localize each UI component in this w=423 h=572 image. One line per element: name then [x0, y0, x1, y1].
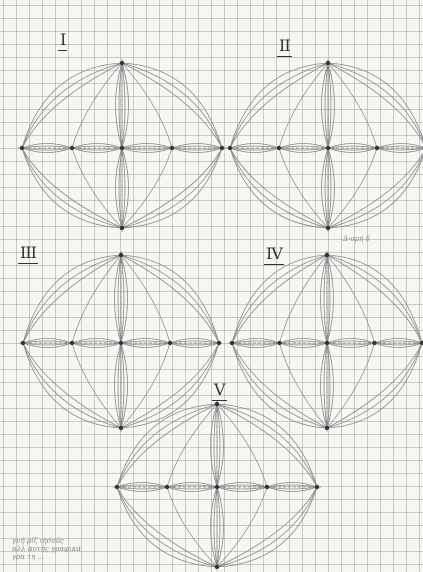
fan-arc	[121, 147, 173, 229]
horizontal-lens	[376, 143, 423, 153]
fan-arc	[120, 342, 171, 429]
fan-arc	[278, 147, 329, 229]
node-point	[164, 484, 170, 490]
figure-IV	[228, 251, 423, 432]
node-point	[324, 340, 330, 346]
apex-point	[325, 60, 331, 66]
fan-arc	[71, 254, 122, 344]
node-point	[277, 340, 282, 346]
base-point	[119, 225, 125, 231]
node-point	[69, 145, 75, 151]
numeral-III: III	[18, 243, 38, 264]
fan-arc	[279, 342, 328, 429]
numeral-I: I	[57, 30, 68, 51]
node-point	[69, 340, 75, 346]
node-point	[374, 145, 380, 151]
bottom-note-line-3: γρα τη ...	[12, 553, 45, 561]
figure-II	[226, 59, 423, 232]
node-point	[264, 484, 270, 490]
node-point	[227, 145, 233, 151]
horizontal-inner-lens	[376, 145, 423, 151]
figure-I	[18, 59, 226, 232]
base-point	[118, 425, 124, 431]
fan-arc	[71, 62, 123, 149]
fan-arc	[278, 62, 329, 149]
apex-point	[118, 252, 124, 258]
fan-arc	[327, 62, 378, 149]
fan-arc	[216, 403, 268, 488]
numeral-II: II	[277, 36, 292, 57]
node-point	[216, 340, 222, 346]
node-point	[119, 145, 125, 151]
node-point	[214, 484, 220, 490]
node-point	[19, 145, 25, 151]
fan-arc	[216, 486, 268, 568]
bottom-note-line-1: γνή ρίζ ιησούς	[12, 537, 64, 545]
node-point	[219, 145, 225, 151]
node-point	[20, 340, 26, 346]
node-point	[229, 340, 235, 346]
fan-arc	[71, 147, 123, 229]
fan-arc	[327, 147, 378, 229]
bottom-note-line-2: αλλ αυτής γραφικά	[12, 545, 82, 553]
fan-arc	[120, 254, 171, 344]
node-point	[167, 340, 173, 346]
node-point	[419, 340, 423, 346]
fan-arc	[166, 403, 218, 488]
apex-point	[119, 60, 125, 66]
base-point	[214, 564, 220, 570]
fan-arc	[121, 62, 173, 149]
figure-III	[19, 251, 223, 432]
node-point	[169, 145, 175, 151]
fan-arc	[279, 254, 328, 344]
fan-arc	[326, 342, 375, 429]
apex-point	[214, 401, 220, 407]
node-point	[314, 484, 320, 490]
base-point	[325, 225, 331, 231]
fan-arc	[166, 486, 218, 568]
bottom-note: γνή ρίζ ιησούς αλλ αυτής γραφικά γρα τη …	[12, 537, 81, 561]
fan-arc	[71, 342, 122, 429]
base-point	[324, 425, 330, 431]
numeral-IV: IV	[264, 244, 284, 265]
node-point	[114, 484, 120, 490]
fan-arc	[326, 254, 375, 344]
page-mark: ·	[419, 544, 421, 551]
figure-V	[113, 400, 321, 571]
node-point	[118, 340, 124, 346]
node-point	[325, 145, 331, 151]
node-point	[372, 340, 377, 346]
node-point	[276, 145, 282, 151]
side-note: Δ-ομή δ	[343, 235, 370, 243]
apex-point	[324, 252, 330, 258]
numeral-V: V	[212, 380, 227, 401]
